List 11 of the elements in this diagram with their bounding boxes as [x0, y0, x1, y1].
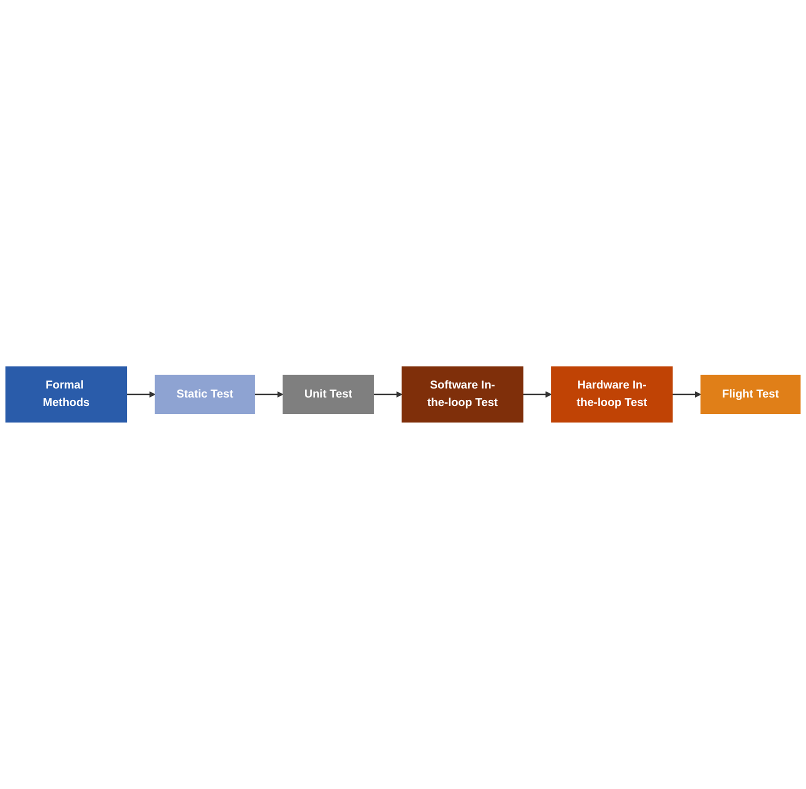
arrow	[126, 391, 156, 398]
arrow	[522, 391, 552, 398]
node-box: Software In-the-loop Test	[402, 366, 524, 423]
node-box: Flight Test	[700, 374, 801, 414]
arrow	[672, 391, 702, 398]
node-box: Unit Test	[282, 374, 374, 414]
node-box: Hardware In-the-loop Test	[551, 366, 673, 423]
arrow	[374, 391, 402, 398]
node-box: Static Test	[154, 374, 255, 414]
arrow	[254, 391, 284, 398]
node-box: Formal Methods	[5, 366, 128, 423]
